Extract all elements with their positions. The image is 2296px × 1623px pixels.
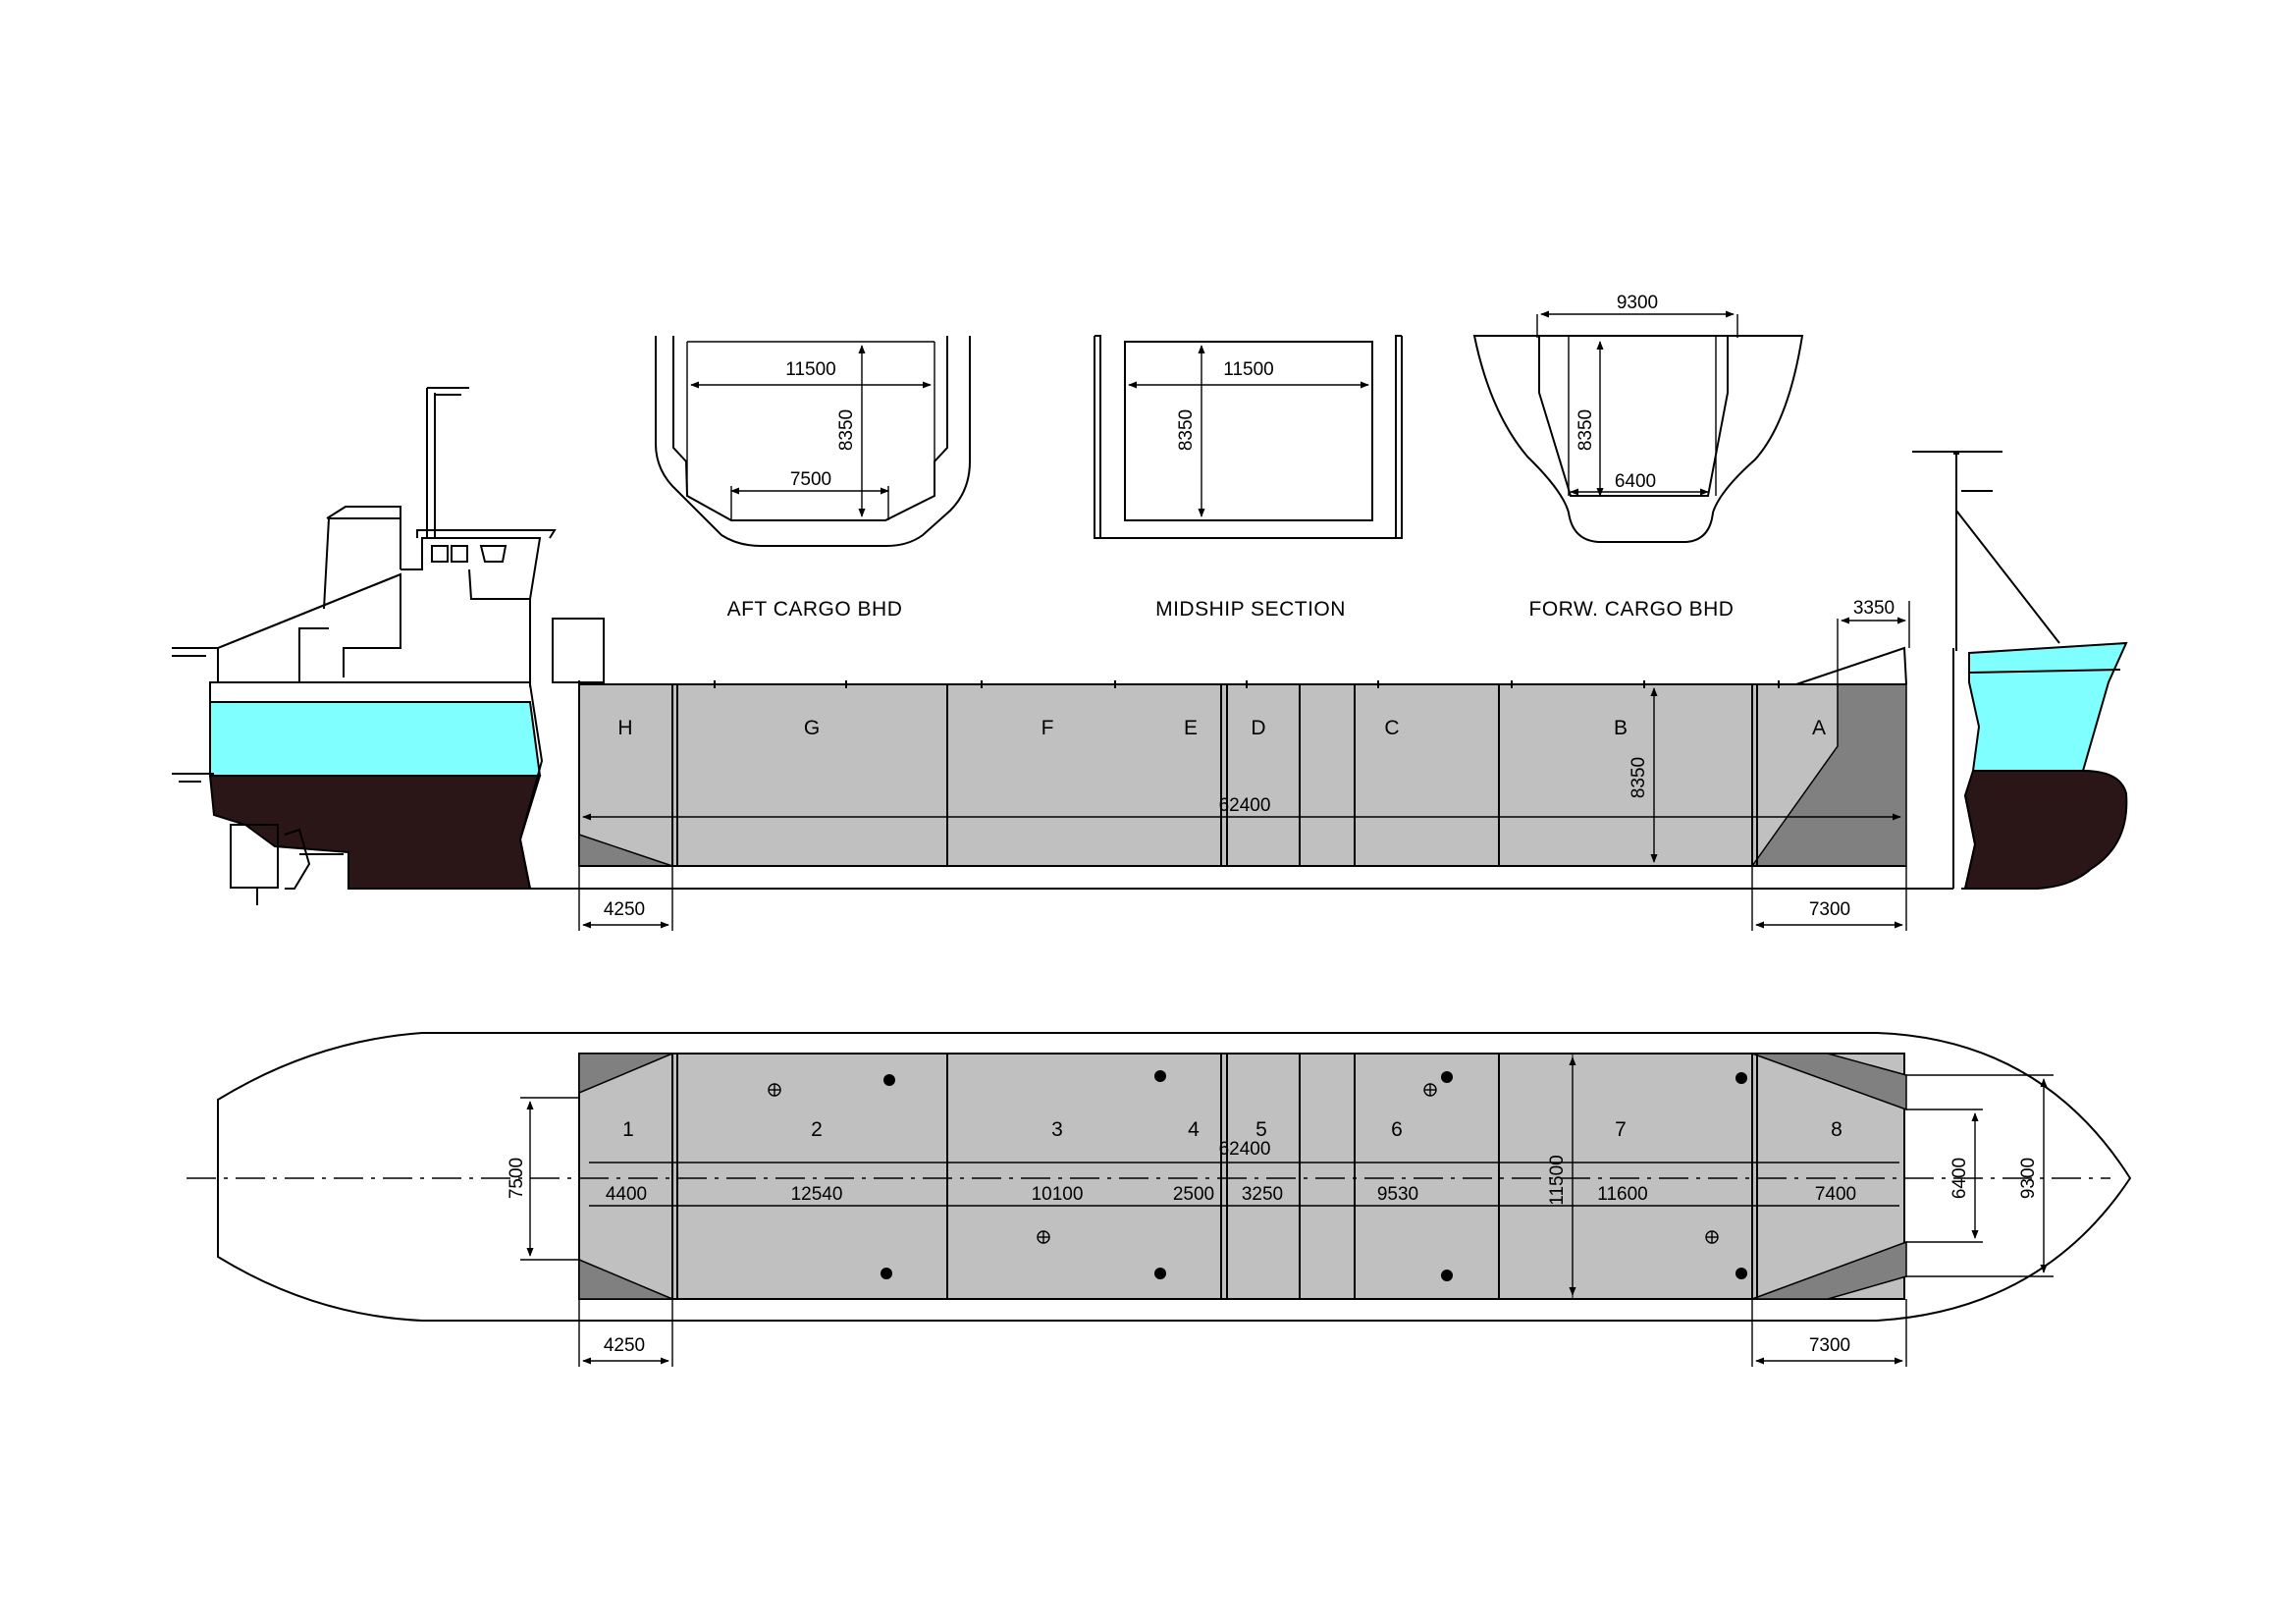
rudder-box xyxy=(230,824,279,889)
plan-hold-length-label: 10100 xyxy=(1032,1184,1084,1205)
profile-hold-height-label: 8350 xyxy=(1629,757,1649,798)
plan-view: 1 2 3 4 5 6 7 8 4400 12540 10100 2500 3250 9530 11600… xyxy=(187,1032,2132,1367)
plan-fwd-breadth-label: 6400 xyxy=(1949,1158,1970,1199)
plan-aft-breadth-label: 7500 xyxy=(507,1158,527,1199)
plan-hold-label: 3 xyxy=(1051,1118,1063,1141)
plan-aft-hopper-label: 4250 xyxy=(604,1335,645,1356)
profile-fwd-hopper-label: 7300 xyxy=(1809,899,1850,920)
profile-hold-label: E xyxy=(1184,717,1198,739)
forward-hull-cyan-band xyxy=(1968,641,2128,772)
profile-hold-label: B xyxy=(1614,717,1628,739)
profile-hold-block xyxy=(578,683,1905,867)
aft-section-bottom-label: 7500 xyxy=(790,469,831,490)
plan-hold-label: 8 xyxy=(1831,1118,1842,1141)
plan-hold-label: 5 xyxy=(1255,1118,1267,1141)
plan-hold-length-label: 4400 xyxy=(606,1184,647,1205)
forward-section-height-label: 8350 xyxy=(1575,409,1596,451)
midship-section: 11500 8350 MIDSHIP SECTION xyxy=(1094,335,1403,621)
forward-hull-bottom xyxy=(1963,770,2128,890)
aft-cargo-bhd-section: 11500 8350 7500 AFT CARGO BHD xyxy=(655,336,971,621)
sounding-pipes xyxy=(881,1070,1747,1281)
profile-hold-length-label: 62400 xyxy=(1219,795,1271,816)
plan-bulkheads xyxy=(671,1054,1758,1299)
plan-hold-block xyxy=(578,1053,1905,1300)
plan-hold-length-label: 11600 xyxy=(1597,1184,1647,1205)
plan-hold-label: 7 xyxy=(1615,1118,1627,1141)
plan-hold-length-labels: 4400 12540 10100 2500 3250 9530 11600 7400 xyxy=(606,1184,1856,1205)
plan-hold-length-label: 9530 xyxy=(1377,1184,1418,1205)
forward-top-dim-label: 3350 xyxy=(1853,598,1895,619)
plan-breadth-label: 11500 xyxy=(1547,1155,1568,1205)
side-profile: 3350 62400 8350 4250 7300 H G F E D C B A xyxy=(172,387,2128,931)
plan-hold-labels: 1 2 3 4 5 6 7 8 xyxy=(622,1118,1842,1141)
hatch-cover-ticks xyxy=(578,680,1780,688)
aft-hull-bottom xyxy=(208,775,542,890)
profile-hold-label: D xyxy=(1251,717,1265,739)
midship-height-label: 8350 xyxy=(1176,409,1197,451)
forward-section-top-width-label: 9300 xyxy=(1617,293,1658,313)
plan-hold-label: 2 xyxy=(811,1118,823,1141)
plan-hold-length-label: 2500 xyxy=(1173,1184,1214,1205)
plan-hold-label: 6 xyxy=(1391,1118,1403,1141)
plan-hold-length-label: 7400 xyxy=(1815,1184,1856,1205)
profile-aft-hopper-label: 4250 xyxy=(604,899,645,920)
plan-fwd-hopper-label: 7300 xyxy=(1809,1335,1850,1356)
midship-section-title: MIDSHIP SECTION xyxy=(1155,598,1346,621)
midship-width-label: 11500 xyxy=(1223,359,1273,380)
plan-hold-label: 1 xyxy=(622,1118,634,1141)
aft-section-title: AFT CARGO BHD xyxy=(727,598,903,621)
profile-hold-label: C xyxy=(1384,717,1399,739)
plan-hull-outline xyxy=(217,1032,2132,1322)
profile-hold-label: F xyxy=(1041,717,1054,739)
plan-hold-length-label: 62400 xyxy=(1219,1139,1271,1160)
forward-section-title: FORW. CARGO BHD xyxy=(1529,598,1735,621)
profile-hold-label: G xyxy=(804,717,820,739)
plan-hold-length-label: 12540 xyxy=(791,1184,843,1205)
profile-bulkheads xyxy=(671,684,1758,866)
aft-hull-cyan-band xyxy=(209,701,542,777)
profile-hold-label: H xyxy=(617,717,632,739)
manholes xyxy=(768,1083,1719,1244)
aft-section-width-label: 11500 xyxy=(785,359,835,380)
profile-hold-label: A xyxy=(1812,717,1826,739)
aft-section-height-label: 8350 xyxy=(836,409,857,451)
plan-hold-length-label: 3250 xyxy=(1242,1184,1283,1205)
forward-section-bottom-label: 6400 xyxy=(1615,471,1656,492)
plan-fwd-outer-breadth-label: 9300 xyxy=(2018,1158,2039,1199)
plan-hold-label: 4 xyxy=(1188,1118,1200,1141)
forward-cargo-bhd-section: 9300 8350 6400 FORW. CARGO BHD xyxy=(1472,293,1804,621)
